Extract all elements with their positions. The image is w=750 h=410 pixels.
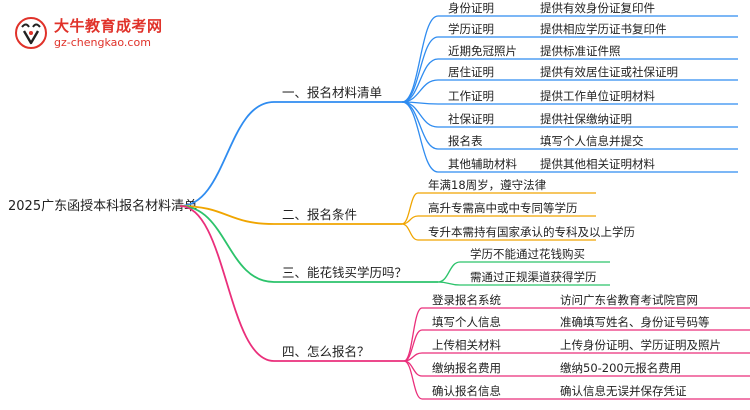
branch-label-3: 三、能花钱买学历吗？: [282, 265, 407, 280]
child-label-3-2: 需通过正规渠道获得学历: [470, 270, 597, 284]
branch-connector-4: [179, 205, 275, 362]
child-label-1-7: 报名表: [448, 134, 483, 148]
child-label-4-4: 缴纳报名费用: [432, 361, 501, 375]
branch-label-2: 二、报名条件: [282, 207, 357, 222]
bull-logo-icon: [15, 17, 47, 49]
logo-url: gz-chengkao.com: [54, 36, 151, 49]
detail-label-1-1: 提供有效身份证复印件: [540, 1, 655, 15]
child-connector-1-4: [401, 79, 439, 103]
branch-connector-3: [179, 205, 275, 283]
child-connector-1-1: [401, 15, 439, 103]
child-connector-4-5: [403, 360, 423, 400]
detail-label-1-6: 提供社保缴纳证明: [540, 112, 632, 126]
detail-label-4-5: 确认信息无误并保存凭证: [560, 384, 687, 398]
detail-label-4-1: 访问广东省教育考试院官网: [560, 293, 698, 307]
child-connector-2-1: [401, 192, 419, 225]
branch-connector-1: [179, 101, 275, 207]
branch-label-1: 一、报名材料清单: [282, 85, 382, 100]
detail-label-1-5: 提供工作单位证明材料: [540, 89, 655, 103]
child-label-3-1: 学历不能通过花钱购买: [470, 247, 585, 261]
child-connector-1-6: [401, 101, 439, 128]
child-label-1-4: 居住证明: [448, 65, 494, 79]
child-connector-3-2: [437, 281, 461, 286]
detail-label-1-7: 填写个人信息并提交: [540, 134, 644, 148]
child-label-1-3: 近期免冠照片: [448, 44, 517, 58]
logo-title: 大牛教育成考网: [54, 17, 163, 35]
branch-label-4: 四、怎么报名？: [282, 344, 370, 359]
detail-label-4-2: 准确填写姓名、身份证号码等: [560, 315, 710, 329]
child-label-1-5: 工作证明: [448, 89, 494, 103]
child-label-2-1: 年满18周岁，遵守法律: [428, 178, 547, 192]
child-label-2-2: 高升专需高中或中专同等学历: [428, 201, 578, 215]
detail-label-1-3: 提供标准证件照: [540, 44, 621, 58]
detail-label-1-4: 提供有效居住证或社保证明: [540, 65, 678, 79]
child-label-4-1: 登录报名系统: [432, 293, 501, 307]
child-label-1-1: 身份证明: [448, 1, 494, 15]
detail-label-4-4: 缴纳50-200元报名费用: [560, 361, 681, 375]
child-connector-1-3: [401, 58, 439, 103]
child-label-1-2: 学历证明: [448, 22, 494, 36]
child-connector-1-8: [401, 101, 439, 173]
child-label-1-6: 社保证明: [448, 112, 494, 126]
site-logo: 大牛教育成考网 gz-chengkao.com: [14, 14, 234, 54]
detail-label-4-3: 上传身份证明、学历证明及照片: [560, 338, 721, 352]
child-label-1-8: 其他辅助材料: [448, 157, 517, 171]
branch-connector-2: [179, 205, 275, 225]
child-connector-4-2: [403, 329, 423, 362]
detail-label-1-8: 提供其他相关证明材料: [540, 157, 655, 171]
child-label-2-3: 专升本需持有国家承认的专科及以上学历: [428, 225, 635, 239]
child-label-4-5: 确认报名信息: [432, 384, 501, 398]
root-topic: 2025广东函授本科报名材料清单: [8, 198, 197, 214]
child-connector-2-3: [401, 223, 419, 241]
child-connector-3-1: [437, 261, 461, 283]
detail-label-1-2: 提供相应学历证书复印件: [540, 22, 667, 36]
child-connector-1-2: [401, 36, 439, 103]
child-label-4-3: 上传相关材料: [432, 338, 501, 352]
child-label-4-2: 填写个人信息: [432, 315, 501, 329]
